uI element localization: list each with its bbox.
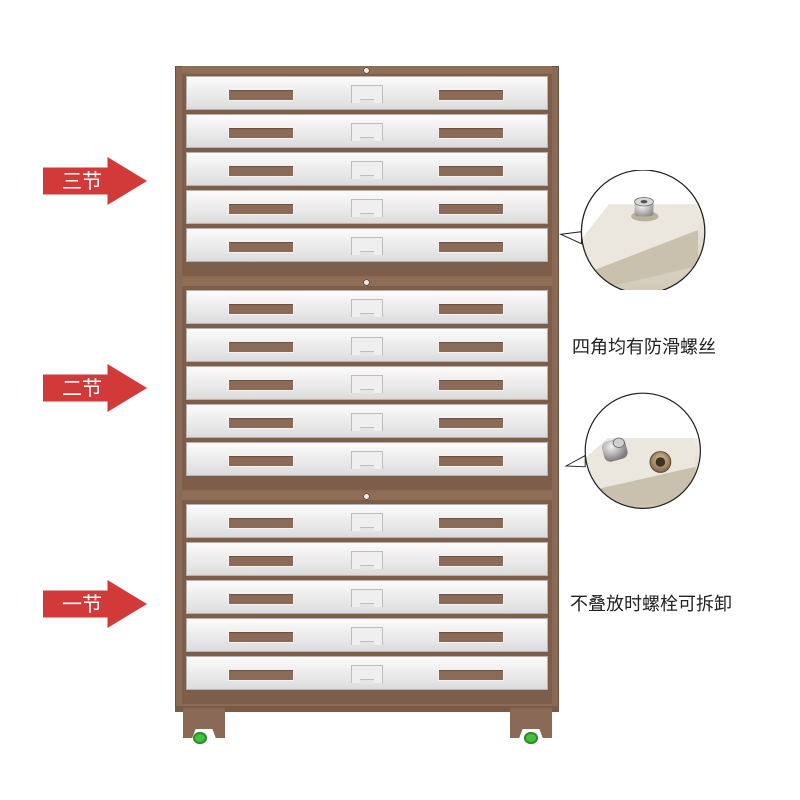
callout-image-antislip-screw: [558, 170, 706, 290]
section-label-middle: 二节: [62, 376, 102, 400]
label-holder: [351, 551, 383, 570]
drawer-handle[interactable]: [438, 241, 504, 253]
drawer-handle[interactable]: [228, 631, 294, 643]
lock-icon[interactable]: [363, 493, 370, 500]
callout-text-antislip-screw: 四角均有防滑螺丝: [572, 337, 716, 358]
drawer[interactable]: [186, 656, 548, 690]
drawer-handle[interactable]: [438, 89, 504, 101]
drawer-handle[interactable]: [438, 417, 504, 429]
label-holder: [351, 451, 383, 470]
drawer-handle[interactable]: [438, 379, 504, 391]
callout-text-removable-bolt: 不叠放时螺栓可拆卸: [570, 594, 732, 615]
lock-icon[interactable]: [363, 67, 370, 74]
label-holder: [351, 199, 383, 218]
drawer[interactable]: [186, 580, 548, 614]
drawer-handle[interactable]: [228, 417, 294, 429]
drawer-handle[interactable]: [438, 203, 504, 215]
drawer[interactable]: [186, 328, 548, 362]
label-holder: [351, 627, 383, 646]
drawer[interactable]: [186, 190, 548, 224]
cabinet-base: [175, 706, 559, 712]
drawer-handle[interactable]: [228, 517, 294, 529]
drawer[interactable]: [186, 290, 548, 324]
drawer-handle[interactable]: [438, 341, 504, 353]
section-label-bottom: 一节: [62, 592, 102, 616]
drawer[interactable]: [186, 404, 548, 438]
section-label-top: 三节: [62, 169, 102, 193]
wheel-icon: [524, 732, 538, 744]
label-holder: [351, 337, 383, 356]
drawer-handle[interactable]: [228, 203, 294, 215]
label-holder: [351, 299, 383, 318]
drawer-handle[interactable]: [438, 555, 504, 567]
cabinet-section-top: [182, 66, 552, 276]
label-holder: [351, 237, 383, 256]
drawer[interactable]: [186, 504, 548, 538]
drawer-handle[interactable]: [228, 341, 294, 353]
label-holder: [351, 665, 383, 684]
drawer-handle[interactable]: [438, 593, 504, 605]
drawer-handle[interactable]: [228, 555, 294, 567]
drawer-handle[interactable]: [438, 303, 504, 315]
drawer[interactable]: [186, 366, 548, 400]
drawer[interactable]: [186, 442, 548, 476]
label-holder: [351, 589, 383, 608]
drawer[interactable]: [186, 76, 548, 110]
drawer-handle[interactable]: [438, 669, 504, 681]
drawer-handle[interactable]: [228, 127, 294, 139]
drawer-handle[interactable]: [228, 379, 294, 391]
drawer-handle[interactable]: [228, 89, 294, 101]
drawer-handle[interactable]: [228, 241, 294, 253]
drawer-handle[interactable]: [438, 517, 504, 529]
wheel-icon: [193, 732, 207, 744]
callout-image-removable-bolt: [564, 392, 701, 509]
drawer[interactable]: [186, 114, 548, 148]
label-holder: [351, 123, 383, 142]
drawer-handle[interactable]: [228, 593, 294, 605]
label-holder: [351, 85, 383, 104]
drawer[interactable]: [186, 542, 548, 576]
drawer-handle[interactable]: [228, 303, 294, 315]
label-holder: [351, 375, 383, 394]
drawer[interactable]: [186, 152, 548, 186]
lock-icon[interactable]: [363, 279, 370, 286]
cabinet-section-middle: [182, 278, 552, 490]
label-holder: [351, 513, 383, 532]
cabinet-section-bottom: [182, 492, 552, 704]
label-holder: [351, 161, 383, 180]
drawer-handle[interactable]: [438, 631, 504, 643]
drawer-handle[interactable]: [438, 455, 504, 467]
drawer-handle[interactable]: [228, 165, 294, 177]
drawer-handle[interactable]: [438, 127, 504, 139]
label-holder: [351, 413, 383, 432]
drawer-handle[interactable]: [438, 165, 504, 177]
cabinet: [175, 66, 559, 708]
drawer[interactable]: [186, 228, 548, 262]
drawer-handle[interactable]: [228, 669, 294, 681]
drawer[interactable]: [186, 618, 548, 652]
drawer-handle[interactable]: [228, 455, 294, 467]
